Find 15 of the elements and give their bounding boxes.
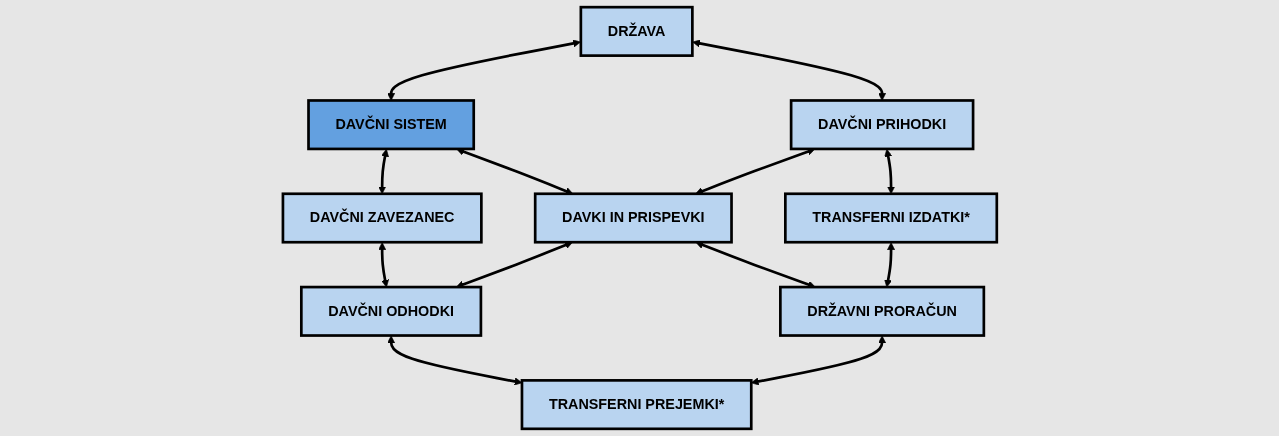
arrow xyxy=(377,242,389,288)
node-box: DAVČNI SISTEM xyxy=(306,99,475,151)
arrow xyxy=(750,335,886,386)
node-box: DAVKI IN PRISPEVKI xyxy=(533,192,733,244)
node-box: DAVČNI ZAVEZANEC xyxy=(281,192,483,244)
node-box: TRANSFERNI IZDATKI* xyxy=(783,192,998,244)
node-box: DAVČNI ODHODKI xyxy=(299,285,482,337)
arrow xyxy=(883,242,895,288)
arrow xyxy=(692,39,886,101)
arrow xyxy=(386,335,522,386)
node-box: DRŽAVA xyxy=(579,5,694,57)
arrow xyxy=(386,39,581,101)
node-box: DAVČNI PRIHODKI xyxy=(789,99,975,151)
node-box: TRANSFERNI PREJEMKI* xyxy=(520,379,753,431)
node-box: DRŽAVNI PRORAČUN xyxy=(778,285,985,337)
